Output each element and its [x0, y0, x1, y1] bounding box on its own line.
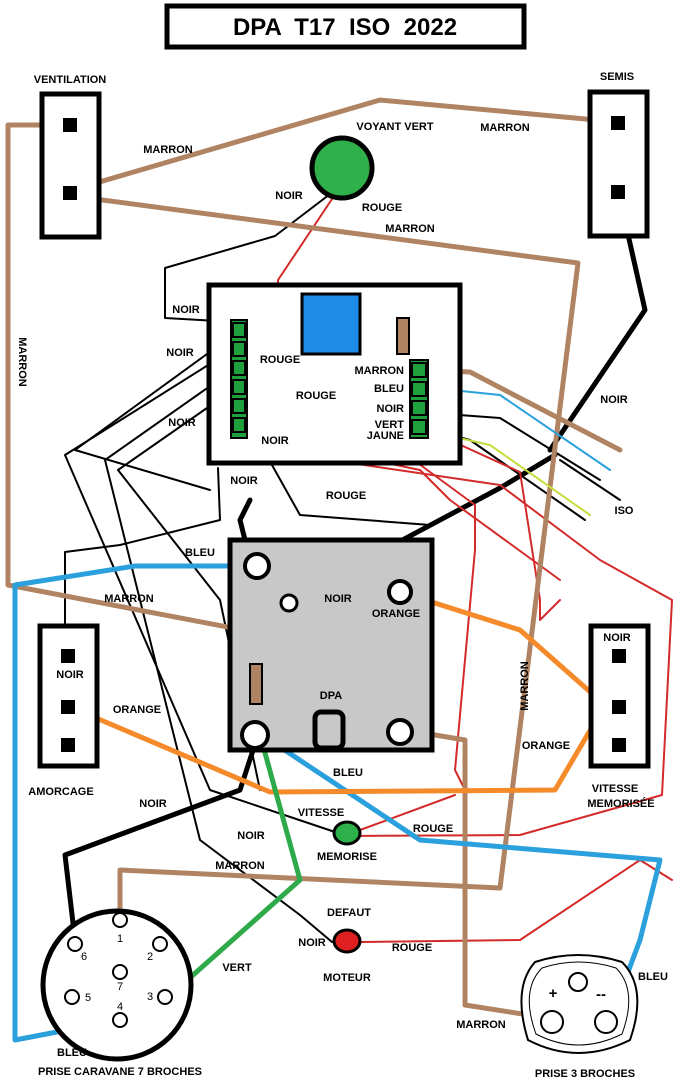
label-vitesse-memorisee: MEMORISÉE: [587, 797, 654, 810]
label-bleu: BLEU: [185, 547, 215, 559]
pin-number: 2: [147, 951, 153, 963]
label-defaut: DEFAUT: [327, 907, 371, 919]
label-noir: NOIR: [261, 435, 289, 447]
label-moteur: MOTEUR: [323, 972, 371, 984]
relay-terminal-block: [230, 319, 248, 439]
label-noir: NOIR: [275, 190, 303, 202]
title: DPA T17 ISO 2022: [233, 14, 457, 41]
label-marron: MARRON: [456, 1019, 506, 1031]
label-prise-3-broches: PRISE 3 BROCHES: [535, 1068, 635, 1080]
wire-orange-dpa: [397, 589, 608, 708]
label-noir: NOIR: [139, 798, 167, 810]
ventilation-switch: [39, 91, 102, 240]
label-memorise-led: MEMORISE: [317, 851, 377, 863]
pin-number: 4: [117, 1001, 123, 1013]
plus-symbol: +: [549, 985, 558, 1002]
label-amorcage: AMORCAGE: [28, 786, 93, 798]
wire-noir-dpa-prise: [62, 732, 261, 943]
amorcage-switch: [37, 623, 100, 769]
label-noir: NOIR: [237, 830, 265, 842]
label-orange: ORANGE: [113, 704, 161, 716]
label-noir: NOIR: [230, 475, 258, 487]
label-noir: NOIR: [603, 632, 631, 644]
label-bleu: BLEU: [333, 767, 363, 779]
title-box: [164, 3, 527, 50]
label-voyant-vert: VOYANT VERT: [356, 121, 434, 133]
label-noir: NOIR: [166, 347, 194, 359]
prise-caravane-7-broches: [40, 908, 194, 1062]
wire-bleu-dpa: [12, 563, 255, 1043]
wire-vert-prise: [162, 739, 303, 1003]
label-prise-caravane: PRISE CARAVANE 7 BROCHES: [38, 1066, 202, 1078]
pin-number: 5: [85, 992, 91, 1004]
label-noir: NOIR: [168, 417, 196, 429]
label-rouge: ROUGE: [362, 202, 402, 214]
label-marron: MARRON: [355, 365, 405, 377]
iso-terminal-block: [409, 359, 429, 439]
label-noir: NOIR: [600, 394, 628, 406]
pin-number: 1: [117, 933, 123, 945]
label-noir: NOIR: [172, 304, 200, 316]
label-noir: NOIR: [298, 937, 326, 949]
relay-module: [206, 282, 463, 466]
label-rouge: ROUGE: [392, 942, 432, 954]
label-vert: VERT: [222, 962, 252, 974]
label-semis: SEMIS: [600, 71, 634, 83]
label-bleu: BLEU: [374, 383, 404, 395]
label-iso: ISO: [615, 505, 634, 517]
wire-orange-amorcage: [65, 702, 608, 795]
label-dpa: DPA: [320, 690, 342, 702]
label-vitesse-led: VITESSE: [298, 807, 344, 819]
label-vitesse-memorisee: VITESSE: [592, 783, 638, 795]
pin-number: 7: [117, 981, 123, 993]
label-ventilation: VENTILATION: [34, 74, 107, 86]
defaut-moteur-led: [332, 928, 362, 954]
label-rouge: ROUGE: [413, 823, 453, 835]
voyant-vert-led: [309, 135, 375, 201]
label-marron-vertical: MARRON: [519, 661, 531, 711]
wire-marron-ventilation: [69, 97, 621, 193]
pin-number: 3: [147, 991, 153, 1003]
label-rouge: ROUGE: [260, 354, 300, 366]
vitesse-memorisee-switch: [588, 623, 651, 769]
label-noir: NOIR: [56, 669, 84, 681]
vitesse-memorise-led: [332, 820, 362, 846]
prise-3-broches: [520, 954, 639, 1054]
label-marron: MARRON: [385, 223, 435, 235]
wire-bleu-dpa-prise3: [259, 732, 663, 1023]
label-orange: ORANGE: [372, 608, 420, 620]
label-rouge: ROUGE: [326, 490, 366, 502]
label-bleu: BLEU: [638, 971, 668, 983]
label-jaune: JAUNE: [367, 430, 404, 442]
semis-switch: [587, 89, 650, 239]
wire-noir-voyant: [164, 187, 339, 323]
label-vert: VERT: [375, 419, 405, 431]
label-marron: MARRON: [215, 860, 265, 872]
label-marron: MARRON: [480, 122, 530, 134]
minus-symbol: --: [596, 986, 606, 1003]
label-marron: MARRON: [143, 144, 193, 156]
label-marron-vertical: MARRON: [16, 337, 28, 387]
label-orange: ORANGE: [522, 740, 570, 752]
label-rouge: ROUGE: [296, 390, 336, 402]
pin-number: 6: [81, 951, 87, 963]
label-marron: MARRON: [104, 593, 154, 605]
dpa-module: [227, 537, 435, 753]
label-bleu: BLEU: [57, 1047, 87, 1059]
labels: VENTILATION SEMIS VOYANT VERT MARRON MAR…: [16, 71, 668, 1080]
wire-rouge-defaut: [359, 859, 673, 943]
label-noir: NOIR: [324, 593, 352, 605]
label-noir: NOIR: [377, 403, 405, 415]
